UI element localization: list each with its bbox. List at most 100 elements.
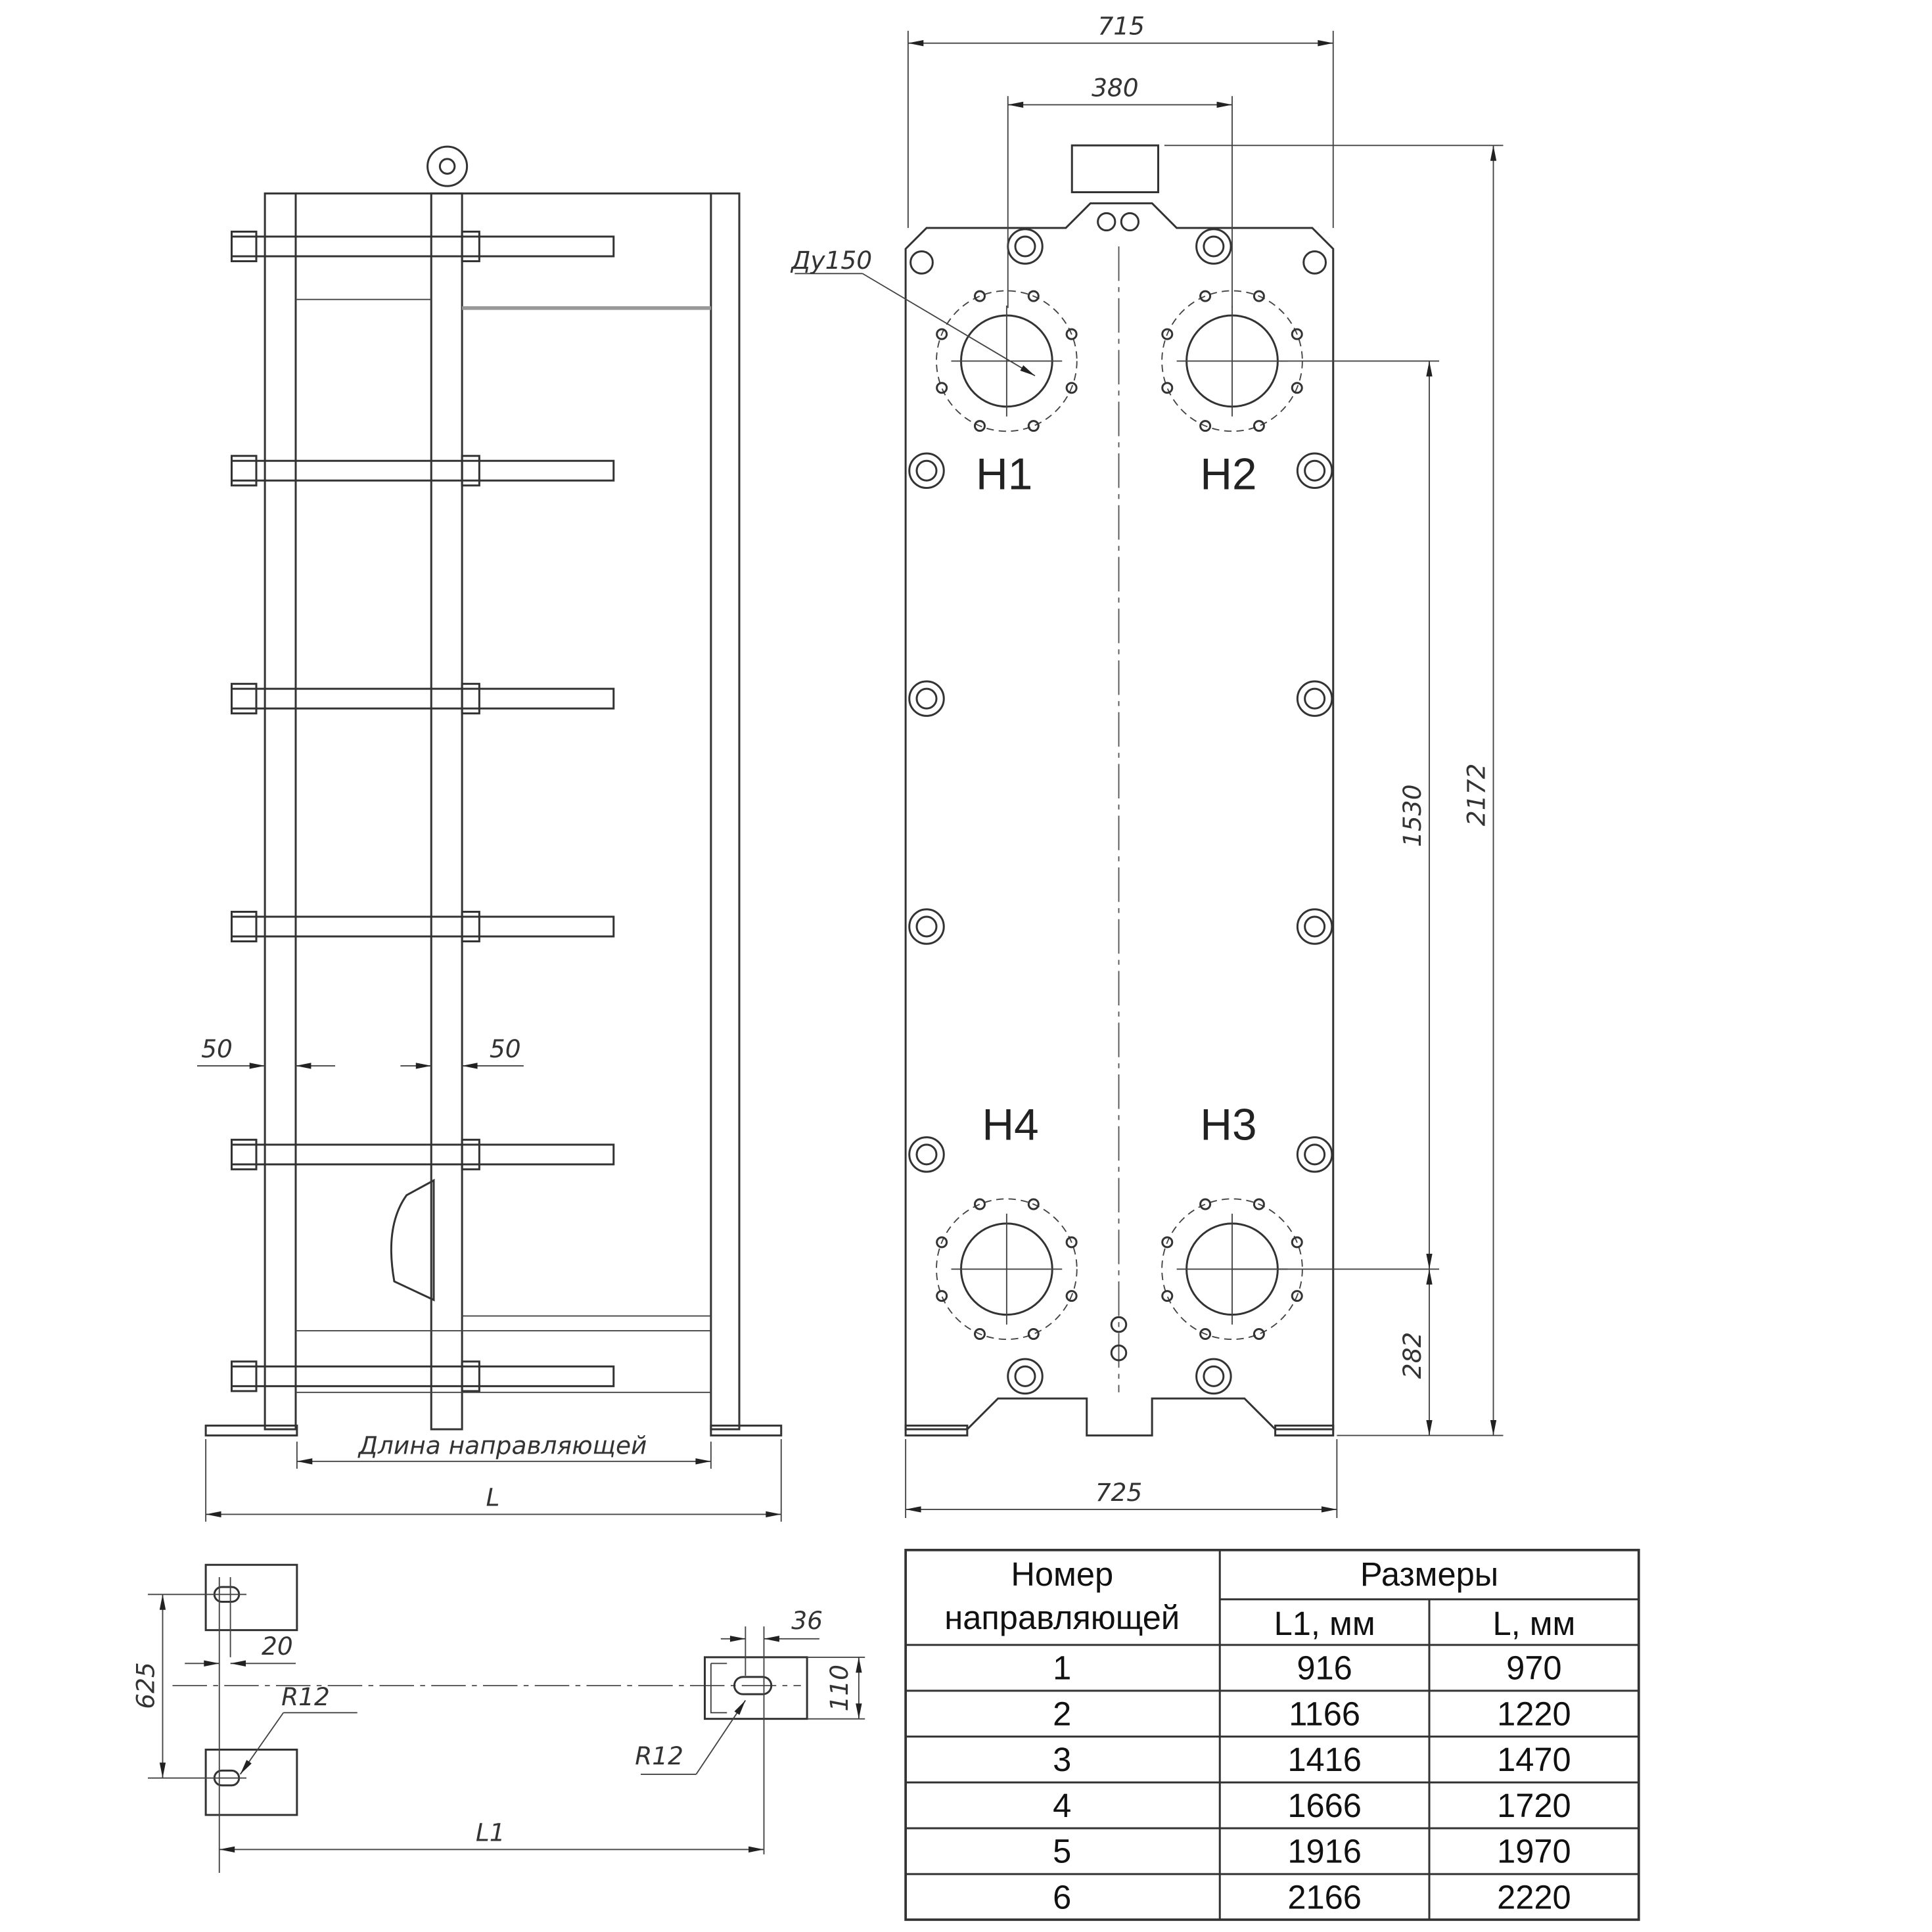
dim-625: 625 (131, 1662, 160, 1709)
hinge-hole (1120, 212, 1139, 232)
tie-rod (231, 1360, 615, 1392)
port-flange (936, 290, 1078, 432)
rod-shaft (231, 235, 615, 258)
nut-icon (461, 683, 480, 715)
fixed-plate (264, 192, 297, 1431)
bolt-shank (915, 1143, 938, 1166)
dim-1530: 1530 (1398, 785, 1427, 847)
foot-right (710, 1424, 783, 1437)
slot-hole (733, 1676, 773, 1695)
tie-rods (231, 231, 615, 1392)
pressure-plate (430, 192, 463, 1431)
flange-hole (1199, 1198, 1212, 1210)
bolt-icon (1296, 908, 1333, 945)
cell-l: 2220 (1497, 1878, 1571, 1916)
flange-hole (973, 1327, 986, 1340)
bolt-circle (936, 290, 1078, 432)
bolt-icon (1296, 452, 1333, 489)
cell-n: 3 (1053, 1741, 1071, 1778)
radius-leader (695, 1699, 747, 1775)
bolt-icon (908, 680, 945, 717)
dim-282: 282 (1398, 1332, 1427, 1379)
flange-hole (973, 420, 986, 432)
flange-hole (1291, 382, 1303, 394)
nut-icon (461, 1138, 480, 1170)
dim-l1: L1 (476, 1818, 505, 1847)
flange-hole (1065, 382, 1078, 394)
bolt-shank (1203, 235, 1225, 258)
bolt-icon (1296, 680, 1333, 717)
nut-icon (231, 231, 258, 262)
bottom-hole (1110, 1345, 1128, 1362)
flange-hole (1065, 1290, 1078, 1302)
header-sizes: Размеры (1360, 1555, 1498, 1593)
flange-hole (936, 382, 948, 394)
corner-hole (1302, 250, 1327, 275)
tie-rod (231, 455, 615, 487)
dim-725: 725 (1095, 1478, 1143, 1507)
flange-hole (1253, 290, 1265, 302)
flange-hole (1199, 290, 1212, 302)
bolt-head (1195, 228, 1232, 265)
bolt-icon (908, 1136, 945, 1173)
bolt-head (908, 452, 945, 489)
flange-hole (1291, 1290, 1303, 1302)
front-view: H1 H2 H3 H4 715 380 Ду150 2172 1530 282 … (790, 12, 1504, 1518)
bolt-shank (1304, 687, 1326, 710)
base-foot-left (904, 1424, 969, 1437)
nut-icon (231, 1360, 258, 1392)
header-l1: L1, мм (1274, 1605, 1375, 1642)
table-border (904, 1548, 1640, 1921)
cell-l: 1220 (1497, 1695, 1571, 1732)
flange-hole (1161, 382, 1174, 394)
bolt-icon (1195, 228, 1232, 265)
guide-length-label: Длина направляющей (357, 1431, 647, 1460)
cell-l1: 1916 (1287, 1833, 1362, 1870)
bolt-circle (936, 1198, 1078, 1341)
header-number-line2: направляющей (944, 1599, 1180, 1636)
tie-bolts (908, 228, 1333, 1395)
port-label-h4: H4 (982, 1100, 1038, 1149)
flange-hole (936, 1236, 948, 1249)
header-number-line1: Номер (1011, 1555, 1113, 1593)
cell-n: 4 (1053, 1787, 1071, 1824)
flange-hole (936, 1290, 948, 1302)
flange-hole (1027, 1198, 1040, 1210)
bolt-head (908, 680, 945, 717)
port-label-h3: H3 (1200, 1100, 1256, 1149)
flange-hole (936, 328, 948, 340)
cell-l: 1470 (1497, 1741, 1571, 1778)
nozzle-leader (862, 273, 1036, 377)
plate-pack (390, 1178, 435, 1302)
bolt-head (1296, 1136, 1333, 1173)
nut-icon (231, 911, 258, 942)
flange-hole (1199, 420, 1212, 432)
table-row-dividers (906, 1644, 1639, 1875)
bolt-shank (915, 915, 938, 938)
port-label-h1: H1 (976, 449, 1032, 499)
dim-50-right: 50 (490, 1034, 521, 1063)
cell-l: 1970 (1497, 1833, 1571, 1870)
bolt-icon (908, 908, 945, 945)
support-column (710, 192, 741, 1431)
nut-icon (231, 1138, 258, 1170)
flange-hole (1253, 420, 1265, 432)
base-foot-right (1274, 1424, 1335, 1437)
bolt-head (1007, 228, 1044, 265)
dim-36: 36 (791, 1606, 823, 1635)
nut-icon (231, 683, 258, 715)
bolt-icon (908, 452, 945, 489)
cell-n: 1 (1053, 1649, 1071, 1687)
bolt-icon (1296, 1136, 1333, 1173)
tie-rod (231, 683, 615, 715)
dim-20: 20 (262, 1632, 293, 1661)
cell-l1: 916 (1297, 1649, 1352, 1687)
cell-n: 6 (1053, 1878, 1071, 1916)
nut-icon (461, 911, 480, 942)
flange-hole (1253, 1327, 1265, 1340)
flange-hole (1161, 1236, 1174, 1249)
